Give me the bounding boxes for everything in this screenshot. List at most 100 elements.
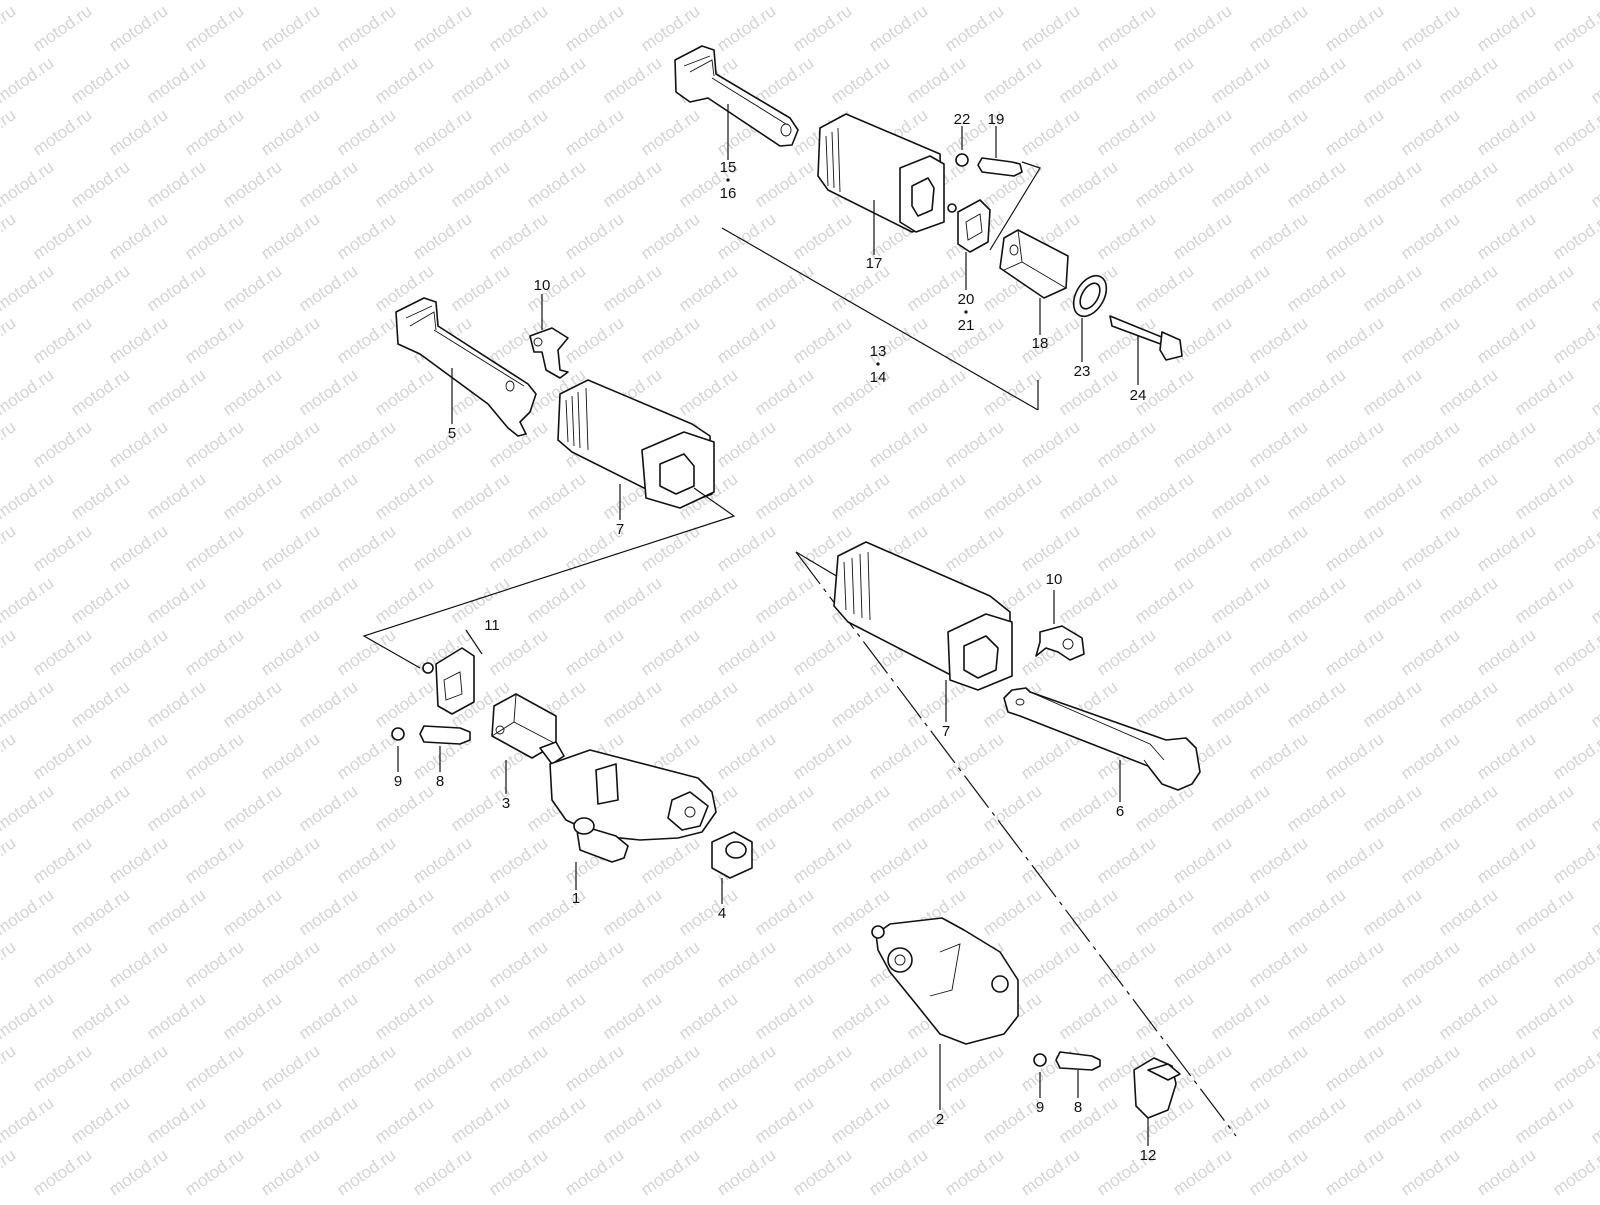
watermark-text: motod.ru <box>105 937 171 991</box>
watermark-text: motod.ru <box>1169 1 1235 55</box>
watermark-text: motod.ru <box>713 521 779 575</box>
callout-3: 3 <box>502 795 510 812</box>
watermark-text: motod.ru <box>1473 417 1539 471</box>
watermark-text: motod.ru <box>1207 989 1273 1043</box>
watermark-text: motod.ru <box>599 1093 665 1147</box>
watermark-text: motod.ru <box>789 209 855 263</box>
watermark-text: motod.ru <box>1359 157 1425 211</box>
watermark-text: motod.ru <box>1511 677 1577 731</box>
watermark-text: motod.ru <box>295 781 361 835</box>
watermark-text: motod.ru <box>903 0 969 3</box>
watermark-text: motod.ru <box>1549 417 1600 471</box>
watermark-text: motod.ru <box>1321 417 1387 471</box>
callout-dot-20-21 <box>964 310 968 314</box>
watermark-text: motod.ru <box>1245 105 1311 159</box>
watermark-text: motod.ru <box>105 1041 171 1095</box>
watermark-text: motod.ru <box>827 0 893 3</box>
watermark-text: motod.ru <box>789 625 855 679</box>
watermark-text: motod.ru <box>1549 105 1600 159</box>
watermark-text: motod.ru <box>143 261 209 315</box>
watermark-text: motod.ru <box>1283 469 1349 523</box>
watermark-text: motod.ru <box>257 209 323 263</box>
watermark-text: motod.ru <box>333 1 399 55</box>
watermark-text: motod.ru <box>675 0 741 3</box>
watermark-text: motod.ru <box>903 365 969 419</box>
bracket-1 <box>549 749 717 890</box>
watermark-text: motod.ru <box>409 1145 475 1199</box>
watermark-text: motod.ru <box>1359 261 1425 315</box>
watermark-text: motod.ru <box>29 1145 95 1199</box>
watermark-text: motod.ru <box>1169 1041 1235 1095</box>
watermark-text: motod.ru <box>865 833 931 887</box>
watermark-text: motod.ru <box>447 0 513 3</box>
watermark-text: motod.ru <box>1321 105 1387 159</box>
watermark-text: motod.ru <box>1131 781 1197 835</box>
watermark-text: motod.ru <box>219 261 285 315</box>
callout-5: 5 <box>448 425 456 442</box>
watermark-text: motod.ru <box>1055 469 1121 523</box>
watermark-text: motod.ru <box>371 989 437 1043</box>
watermark-text: motod.ru <box>105 209 171 263</box>
watermark-text: motod.ru <box>1245 521 1311 575</box>
watermark-text: motod.ru <box>219 989 285 1043</box>
watermark-text: motod.ru <box>29 313 95 367</box>
watermark-text: motod.ru <box>1397 417 1463 471</box>
assembly-line-right <box>795 551 1237 1137</box>
watermark-text: motod.ru <box>751 781 817 835</box>
rubber-grip-17 <box>817 113 945 255</box>
watermark-text: motod.ru <box>865 417 931 471</box>
watermark-text: motod.ru <box>789 937 855 991</box>
watermark-text: motod.ru <box>0 1093 57 1147</box>
watermark-text: motod.ru <box>371 677 437 731</box>
callout-11: 11 <box>484 617 500 634</box>
watermark-text: motod.ru <box>903 469 969 523</box>
watermark-text: motod.ru <box>1435 989 1501 1043</box>
watermark-text: motod.ru <box>485 1041 551 1095</box>
callout-7-lower: 7 <box>942 723 950 740</box>
watermark-text: motod.ru <box>0 53 57 107</box>
watermark-text: motod.ru <box>333 937 399 991</box>
watermark-text: motod.ru <box>751 677 817 731</box>
watermark-text: motod.ru <box>1511 989 1577 1043</box>
watermark-text: motod.ru <box>295 573 361 627</box>
watermark-text: motod.ru <box>1587 469 1600 523</box>
watermark-text: motod.ru <box>29 937 95 991</box>
watermark-text: motod.ru <box>105 313 171 367</box>
watermark-text: motod.ru <box>1511 469 1577 523</box>
watermark-text: motod.ru <box>409 937 475 991</box>
watermark-text: motod.ru <box>0 781 57 835</box>
watermark-text: motod.ru <box>0 157 57 211</box>
watermark-text: motod.ru <box>29 209 95 263</box>
watermark-text: motod.ru <box>1473 833 1539 887</box>
watermark-text: motod.ru <box>447 1093 513 1147</box>
watermark-text: motod.ru <box>751 1093 817 1147</box>
watermark-text: motod.ru <box>599 677 665 731</box>
watermark-text: motod.ru <box>1397 833 1463 887</box>
watermark-text: motod.ru <box>1207 885 1273 939</box>
watermark-text: motod.ru <box>0 937 19 991</box>
watermark-text: motod.ru <box>1511 157 1577 211</box>
watermark-text: motod.ru <box>1397 105 1463 159</box>
watermark-text: motod.ru <box>599 573 665 627</box>
watermark-text: motod.ru <box>105 1145 171 1199</box>
nut-4 <box>711 831 753 904</box>
watermark-text: motod.ru <box>1587 261 1600 315</box>
watermark-text: motod.ru <box>675 573 741 627</box>
watermark-text: motod.ru <box>1435 53 1501 107</box>
watermark-text: motod.ru <box>941 1145 1007 1199</box>
watermark-text: motod.ru <box>561 625 627 679</box>
watermark-text: motod.ru <box>29 105 95 159</box>
watermark-text: motod.ru <box>371 573 437 627</box>
watermark-text: motod.ru <box>219 677 285 731</box>
watermark-text: motod.ru <box>1435 0 1501 3</box>
watermark-text: motod.ru <box>371 365 437 419</box>
watermark-text: motod.ru <box>1093 1 1159 55</box>
watermark-text: motod.ru <box>1017 105 1083 159</box>
watermark-text: motod.ru <box>409 1 475 55</box>
watermark-text: motod.ru <box>181 625 247 679</box>
watermark-text: motod.ru <box>1321 1 1387 55</box>
watermark-text: motod.ru <box>1359 989 1425 1043</box>
watermark-text: motod.ru <box>675 677 741 731</box>
watermark-text: motod.ru <box>447 885 513 939</box>
watermark-text: motod.ru <box>1587 989 1600 1043</box>
